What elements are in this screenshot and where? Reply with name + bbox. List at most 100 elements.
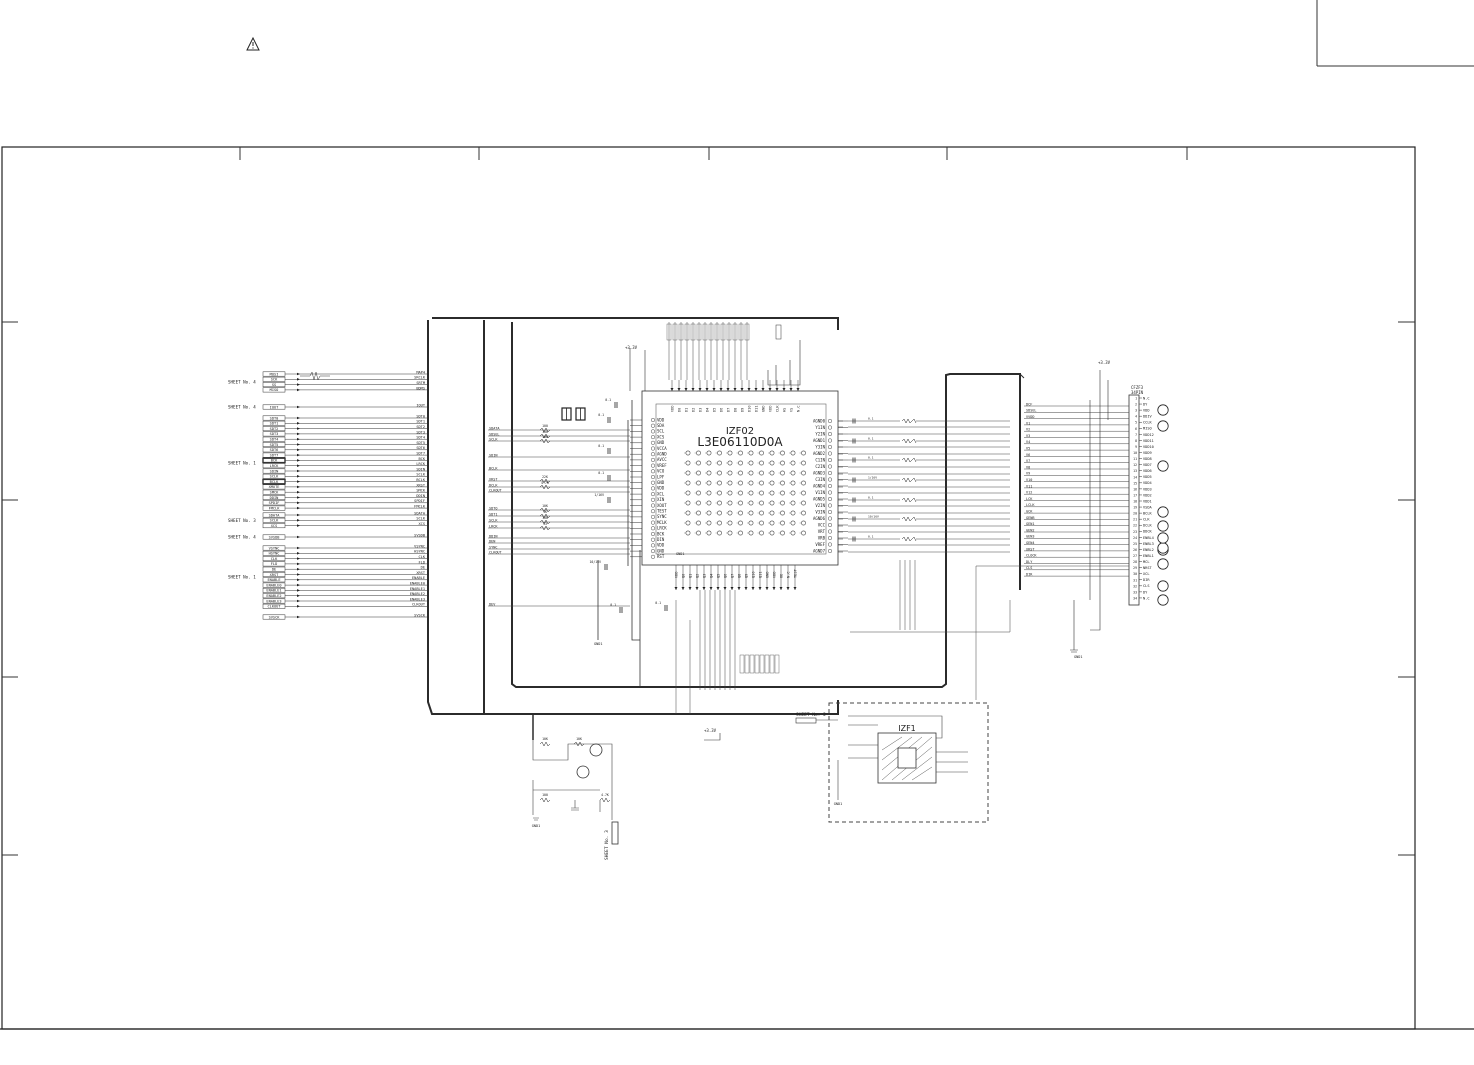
resistor-value: 100 (542, 430, 548, 434)
bottom-sheet-ref: SHEET No. 3 (604, 830, 610, 860)
warning-icon (246, 36, 260, 51)
signal-arrow (297, 496, 300, 499)
ic-pad (769, 480, 775, 486)
power-label: +3.3V (704, 728, 717, 733)
connector-pin-number: 3 (1135, 409, 1137, 413)
signal-out-label: LRCK (416, 462, 425, 466)
signal-label: FMCLK (269, 506, 281, 510)
connector-pin-label: ENBL1 (1143, 554, 1154, 558)
signal-out-label: BDMS (416, 386, 425, 390)
signal-out-label: SDT4 (416, 436, 425, 440)
connector-pin-number: 9 (1135, 445, 1137, 449)
signal-label: SDIN (270, 469, 279, 473)
signal-out-label: CLK (419, 555, 426, 559)
test-point-circle (1157, 594, 1169, 606)
ic-pin-label: Q7 (731, 574, 735, 578)
test-point-circle (1157, 532, 1169, 544)
ic-pin-label: D2 (692, 408, 696, 412)
net-flag (696, 323, 702, 341)
connector-pin-label: VDD10 (1143, 445, 1154, 449)
bus-frames (427, 317, 1025, 715)
ic-pad (717, 450, 722, 456)
net-flag (764, 654, 770, 674)
signal-out-label: SDIN (416, 467, 425, 471)
resistor (539, 519, 551, 525)
capacitor-value: 10/16V (868, 515, 879, 519)
ic-pin-label: V3IN (815, 509, 825, 514)
ic-pin-label: Q3 (703, 574, 707, 578)
ic-pad (738, 520, 743, 526)
zone-ticks (2, 147, 1415, 856)
signal-label: ENABLE2 (266, 594, 281, 598)
ic-pin-arrow (709, 587, 713, 590)
power-label: +3.3V (1098, 360, 1111, 365)
ic-pad (759, 490, 764, 496)
signal-out-label: CLKOUT (412, 603, 426, 607)
ic-pin-label: RST (657, 554, 665, 559)
ic-pad (738, 500, 743, 506)
ic-pin-circle (650, 554, 656, 559)
net-flag (739, 654, 745, 674)
signal-arrow (297, 416, 300, 420)
ic-pin-label: D0 (678, 408, 682, 412)
ic-pad (801, 470, 806, 476)
resistor-value: 100 (542, 793, 548, 797)
mid-label: DEV (489, 602, 496, 606)
sheet-ref-label: SHEET No. 4 (228, 379, 256, 384)
signal-arrow (297, 443, 300, 446)
ic-pin-circle (827, 464, 833, 469)
mid-label: LRCK (489, 524, 498, 528)
ic-pin-label: V1IN (815, 490, 825, 495)
ic-pad (769, 490, 775, 496)
signal-arrow (297, 388, 300, 392)
ic-pin-arrow (772, 587, 776, 590)
signal-out-label: MAP4 (416, 370, 425, 374)
signal-out-label: BCK (419, 457, 426, 461)
signal-label: SDT3 (270, 432, 279, 436)
mid-label: SCLK (489, 518, 498, 522)
connector-pin-label: CCLK (1143, 421, 1152, 425)
filter-line (850, 600, 1011, 633)
ic-pad (717, 510, 722, 516)
mid-label: BCLK (489, 466, 498, 470)
ic-pin-arrow (691, 388, 695, 391)
ic-pin-label: AGND1 (813, 438, 826, 443)
ic-pad (717, 530, 722, 536)
ic-pin-circle (650, 440, 656, 445)
ic-pad (769, 470, 775, 476)
sub-ic-block: IZF1 SHEET No. 2 GND1 (795, 702, 989, 823)
ic-pin-label: Q4 (710, 574, 714, 578)
ic-pin-label: Q5 (717, 574, 721, 578)
resistor (539, 433, 551, 439)
connector-line-label: GENB (1026, 516, 1034, 520)
ic-pin-label: V2IN (815, 503, 825, 508)
signal-label: SVSCK (269, 615, 281, 619)
ic-pin-label: VDD (657, 486, 665, 491)
ic-pin-label: D8 (734, 408, 738, 412)
ic-pin-circle (650, 463, 656, 468)
ic-pad (717, 500, 722, 506)
signal-arrow (297, 583, 300, 587)
ic-pad (696, 470, 701, 476)
signal-arrow (297, 432, 300, 436)
connector-pin-label: VDD3 (1143, 487, 1152, 491)
connector-pin-label: VDD4 (1143, 481, 1152, 485)
ic-pin-label: C1IN (815, 457, 825, 462)
connector-pin-label: ENBL2 (1143, 548, 1154, 552)
ic-pin-circle (650, 543, 656, 548)
signal-label: SMCK (270, 491, 279, 495)
connector-pin-number: 5 (1135, 421, 1137, 425)
capacitor-value: 0.1 (598, 413, 604, 417)
ic-pad (706, 450, 712, 456)
signal-label: LRCK (270, 464, 279, 468)
signal-label: DE (272, 568, 276, 572)
ic-pin-circle (827, 438, 833, 443)
connector-pin-number: 8 (1135, 439, 1137, 443)
test-point-circle (1157, 542, 1169, 554)
ic-pin-circle (827, 503, 833, 508)
net-flag (749, 654, 755, 674)
ic-pad (685, 460, 691, 466)
ic-pad (790, 510, 796, 516)
capacitor-value: 0.1 (868, 535, 874, 539)
ic-pad (696, 510, 701, 516)
